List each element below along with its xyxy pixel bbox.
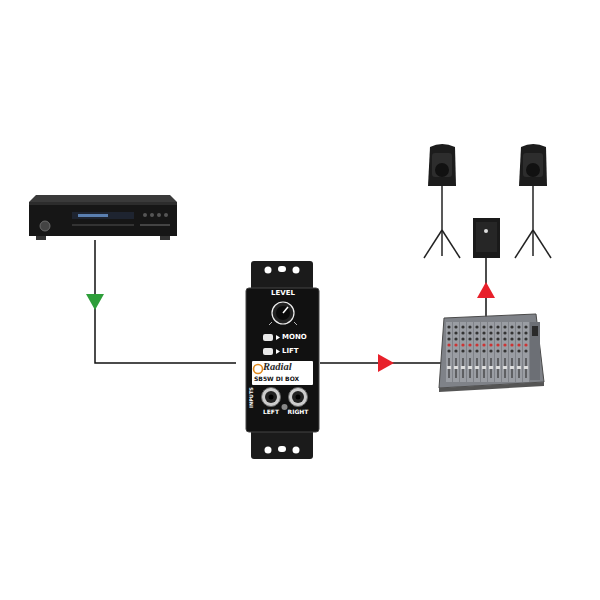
di-box-plate xyxy=(246,261,319,459)
subwoofer xyxy=(473,218,500,258)
panel-label: INPUTS xyxy=(249,387,254,408)
signal-arrow xyxy=(86,294,104,310)
panel-label: RIGHT xyxy=(288,409,309,415)
speaker-right xyxy=(515,144,551,258)
panel-label: LEVEL xyxy=(271,290,295,297)
cd-player xyxy=(29,195,177,240)
di-box-faceplate: LEVEL MONO LIFT RadialSB5W DI BOXINPUTS LEFT… xyxy=(246,288,319,432)
panel-label: LEFT xyxy=(263,409,279,415)
panel-label: MONO xyxy=(282,334,307,341)
mixer xyxy=(439,314,544,392)
panel-label: LIFT xyxy=(282,348,299,355)
signal-arrow xyxy=(378,354,394,372)
panel-label: SB5W DI BOX xyxy=(254,376,299,382)
signal-arrow xyxy=(477,282,495,298)
panel-label: Radial xyxy=(263,362,292,373)
speaker-left xyxy=(424,144,460,258)
